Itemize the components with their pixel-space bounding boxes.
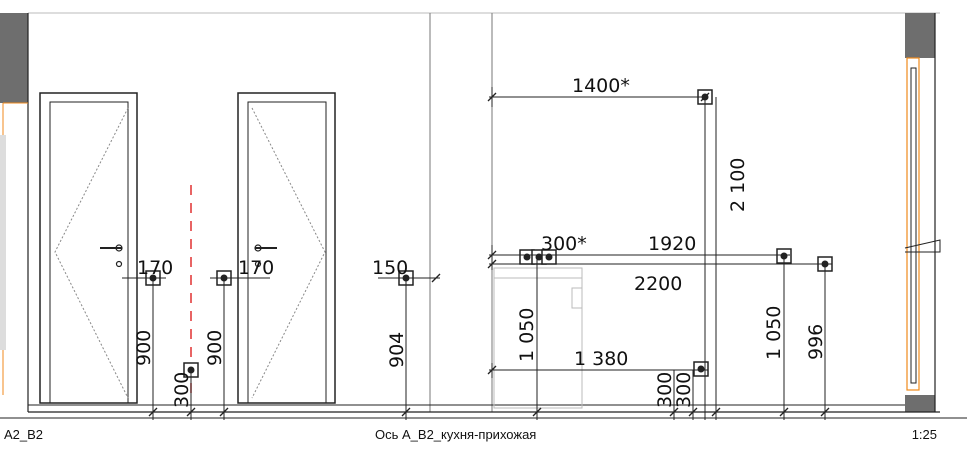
door-1 xyxy=(39,92,138,404)
dim-1050-right: 1 050 xyxy=(763,306,785,360)
dim-150: 150 xyxy=(372,257,408,279)
left-wall xyxy=(0,13,28,103)
view-title: Ось А_В2_кухня-прихожая xyxy=(375,427,537,442)
dim-1380: 1 380 xyxy=(574,348,628,370)
kitchen-cabinet xyxy=(493,267,583,409)
dim-904: 904 xyxy=(386,332,408,368)
right-wall-bottom xyxy=(905,395,935,412)
dim-2100: 2 100 xyxy=(727,158,749,212)
dim-170-left: 170 xyxy=(137,257,173,279)
dim-996: 996 xyxy=(805,324,827,360)
dim-900-left: 900 xyxy=(133,330,155,366)
socket xyxy=(693,361,709,377)
dimension-lines xyxy=(122,87,832,420)
door-2 xyxy=(237,92,336,404)
window-sill xyxy=(904,239,941,253)
dim-1050-left: 1 050 xyxy=(516,308,538,362)
dim-300-star: 300* xyxy=(541,233,587,255)
left-wall-panel xyxy=(0,135,6,350)
dim-170-right: 170 xyxy=(238,257,274,279)
sheet-code: A2_B2 xyxy=(4,427,44,442)
dimension-ticks xyxy=(148,92,830,417)
window-frame-inner xyxy=(910,67,917,384)
right-wall xyxy=(905,13,935,58)
dim-900-right: 900 xyxy=(204,330,226,366)
dim-2200: 2200 xyxy=(634,273,682,295)
dim-300-c: 300 xyxy=(673,372,695,408)
dim-300-b: 300 xyxy=(654,372,676,408)
window-frame-orange xyxy=(906,57,920,391)
dim-1400: 1400* xyxy=(572,75,630,97)
dim-1920: 1920 xyxy=(648,233,696,255)
dim-300-d: 300 xyxy=(171,372,193,408)
drawing-scale: 1:25 xyxy=(911,427,937,442)
